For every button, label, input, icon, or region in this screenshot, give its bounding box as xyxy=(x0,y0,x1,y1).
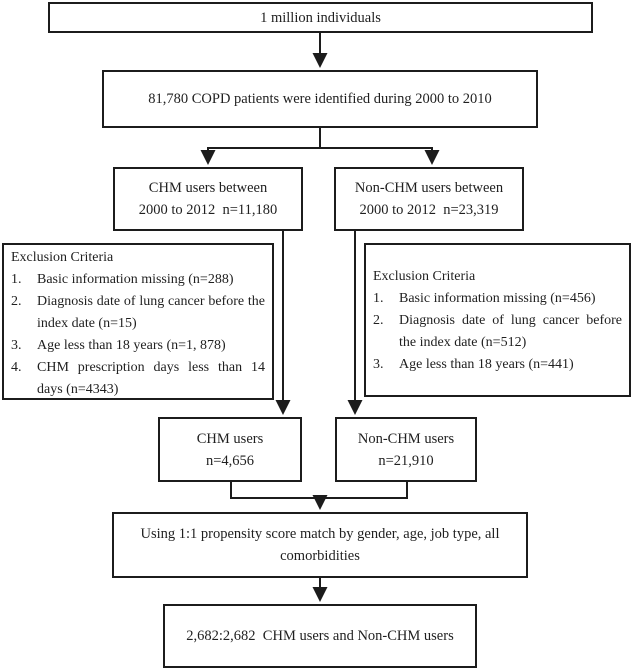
exclusion-left-item-1: 1. Basic information missing (n=288) xyxy=(11,269,265,291)
exclusion-right-item-3: 3. Age less than 18 years (n=441) xyxy=(373,354,622,376)
exclusion-left-item-4-text: CHM prescription days less than 14 days … xyxy=(37,360,269,397)
exclusion-right-item-2-number: 2. xyxy=(373,313,384,328)
box-copd-identified-text: 81,780 COPD patients were identified dur… xyxy=(148,91,492,107)
exclusion-left-item-4: 4. CHM prescription days less than 14 da… xyxy=(11,357,265,401)
box-propensity-matching: Using 1:1 propensity score match by gend… xyxy=(112,512,528,578)
box-chm-users-final: CHM users n=4,656 xyxy=(158,417,302,482)
exclusion-right-title: Exclusion Criteria xyxy=(373,269,476,284)
exclusion-left-item-2: 2. Diagnosis date of lung cancer before … xyxy=(11,291,265,335)
exclusion-left-item-1-text: Basic information missing (n=288) xyxy=(37,272,234,287)
exclusion-right-item-2: 2. Diagnosis date of lung cancer before … xyxy=(373,310,622,354)
box-chm-users-initial-line2: 2000 to 2012 n=11,180 xyxy=(138,202,278,218)
exclusion-left-item-3-text: Age less than 18 years (n=1, 878) xyxy=(37,338,226,353)
exclusion-right-item-3-number: 3. xyxy=(373,357,384,372)
box-population: 1 million individuals xyxy=(48,2,593,33)
box-copd-identified: 81,780 COPD patients were identified dur… xyxy=(102,70,538,128)
exclusion-right-item-1-text: Basic information missing (n=456) xyxy=(399,291,596,306)
box-exclusion-criteria-chm: Exclusion Criteria 1. Basic information … xyxy=(2,243,274,400)
box-chm-users-final-line1: CHM users xyxy=(196,430,264,447)
box-exclusion-criteria-nonchm: Exclusion Criteria 1. Basic information … xyxy=(364,243,631,397)
exclusion-right-item-3-text: Age less than 18 years (n=441) xyxy=(399,357,574,372)
box-chm-users-initial-line1: CHM users between xyxy=(148,180,268,196)
exclusion-left-item-4-number: 4. xyxy=(11,360,22,375)
box-nonchm-users-initial-line1: Non-CHM users between xyxy=(354,180,504,196)
exclusion-right-item-2-text: Diagnosis date of lung cancer before the… xyxy=(399,313,626,350)
box-nonchm-users-final: Non-CHM users n=21,910 xyxy=(335,417,477,482)
exclusion-left-title: Exclusion Criteria xyxy=(11,250,114,265)
box-matched-result: 2,682:2,682 CHM users and Non-CHM users xyxy=(163,604,477,668)
exclusion-left-item-3-number: 3. xyxy=(11,338,22,353)
box-matched-result-text: 2,682:2,682 CHM users and Non-CHM users xyxy=(186,628,454,644)
box-chm-users-initial: CHM users between 2000 to 2012 n=11,180 xyxy=(113,167,303,231)
box-chm-users-final-line2: n=4,656 xyxy=(205,452,255,469)
box-propensity-matching-text: Using 1:1 propensity score match by gend… xyxy=(140,526,504,564)
exclusion-left-item-1-number: 1. xyxy=(11,272,22,287)
box-population-text: 1 million individuals xyxy=(260,9,381,26)
box-nonchm-users-initial-line2: 2000 to 2012 n=23,319 xyxy=(359,202,499,218)
exclusion-left-item-2-number: 2. xyxy=(11,294,22,309)
box-nonchm-users-initial: Non-CHM users between 2000 to 2012 n=23,… xyxy=(334,167,524,231)
box-nonchm-users-final-line2: n=21,910 xyxy=(378,452,434,469)
box-nonchm-users-final-line1: Non-CHM users xyxy=(357,430,455,447)
exclusion-right-item-1-number: 1. xyxy=(373,291,384,306)
exclusion-left-item-2-text: Diagnosis date of lung cancer before the… xyxy=(37,294,269,331)
exclusion-right-item-1: 1. Basic information missing (n=456) xyxy=(373,288,622,310)
exclusion-left-item-3: 3. Age less than 18 years (n=1, 878) xyxy=(11,335,265,357)
